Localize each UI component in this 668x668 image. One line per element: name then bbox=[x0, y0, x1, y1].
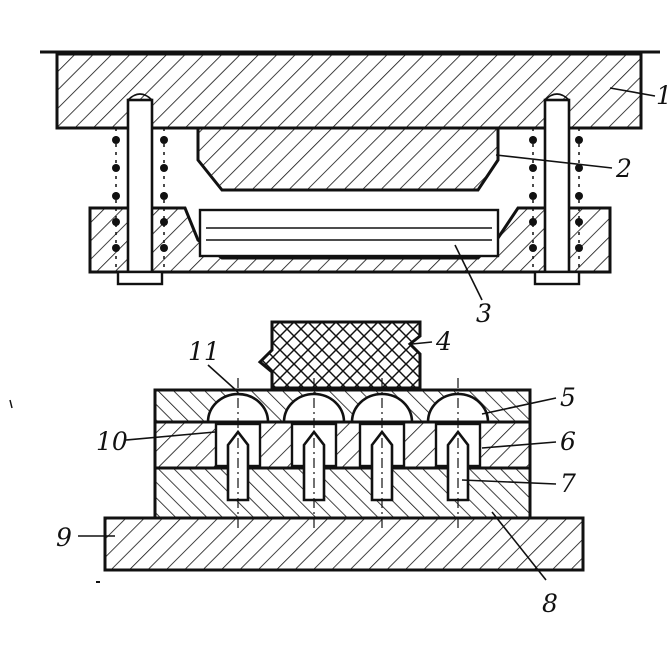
label-10: 10 bbox=[96, 427, 128, 456]
label-8: 8 bbox=[542, 589, 558, 618]
die-plate-upper bbox=[153, 388, 532, 424]
label-9: 9 bbox=[56, 523, 72, 552]
label-3: 3 bbox=[476, 299, 492, 328]
label-4: 4 bbox=[435, 327, 452, 356]
label-7: 7 bbox=[560, 469, 576, 498]
right-spring bbox=[529, 128, 583, 272]
punch bbox=[196, 126, 500, 192]
label-2: 2 bbox=[615, 154, 632, 183]
leader-lines bbox=[78, 87, 656, 581]
stray-mark bbox=[9, 399, 13, 409]
label-6: 6 bbox=[560, 427, 576, 456]
die-plate-lower bbox=[153, 466, 532, 520]
workpiece bbox=[257, 320, 422, 390]
ejector-pins bbox=[226, 378, 470, 530]
left-spring bbox=[112, 128, 168, 272]
base-plate bbox=[103, 516, 585, 572]
die-plate-middle bbox=[153, 420, 532, 470]
stripper-plate bbox=[88, 206, 612, 274]
label-5: 5 bbox=[560, 383, 576, 412]
right-guide-pin bbox=[533, 93, 581, 286]
label-11: 11 bbox=[188, 337, 220, 366]
left-guide-pin bbox=[116, 93, 164, 286]
label-1: 1 bbox=[656, 81, 668, 110]
